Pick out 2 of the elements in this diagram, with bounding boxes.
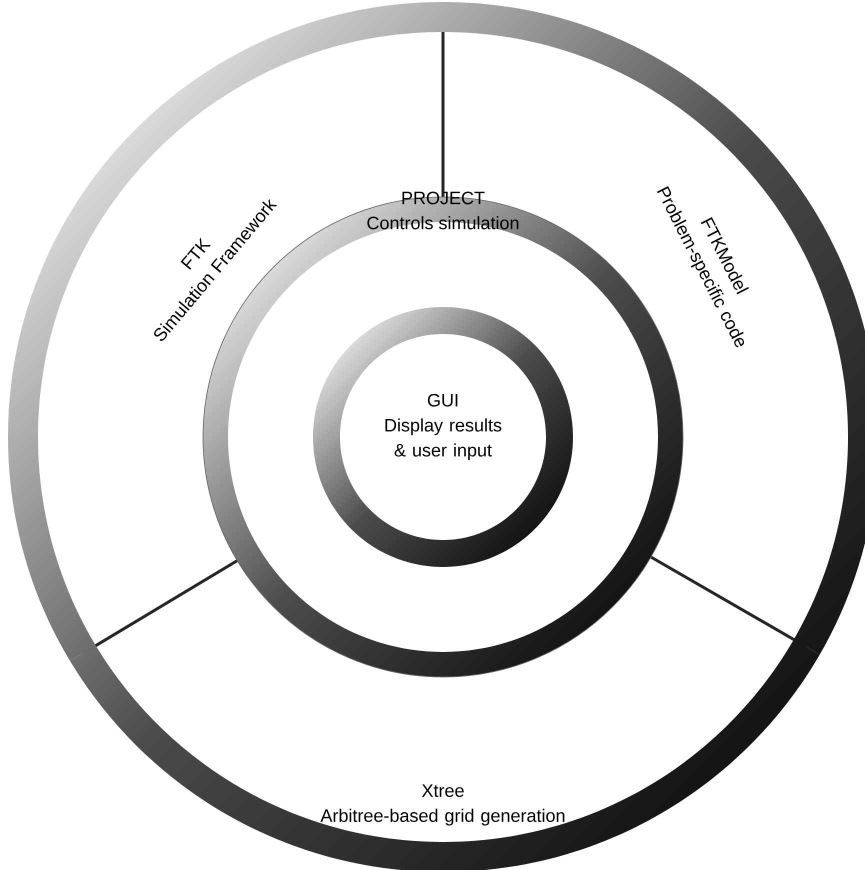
- ring: GUI Display results & user input: [385, 394, 502, 460]
- ring-sector: Xtree Arbitree-based grid generation: [320, 784, 564, 826]
